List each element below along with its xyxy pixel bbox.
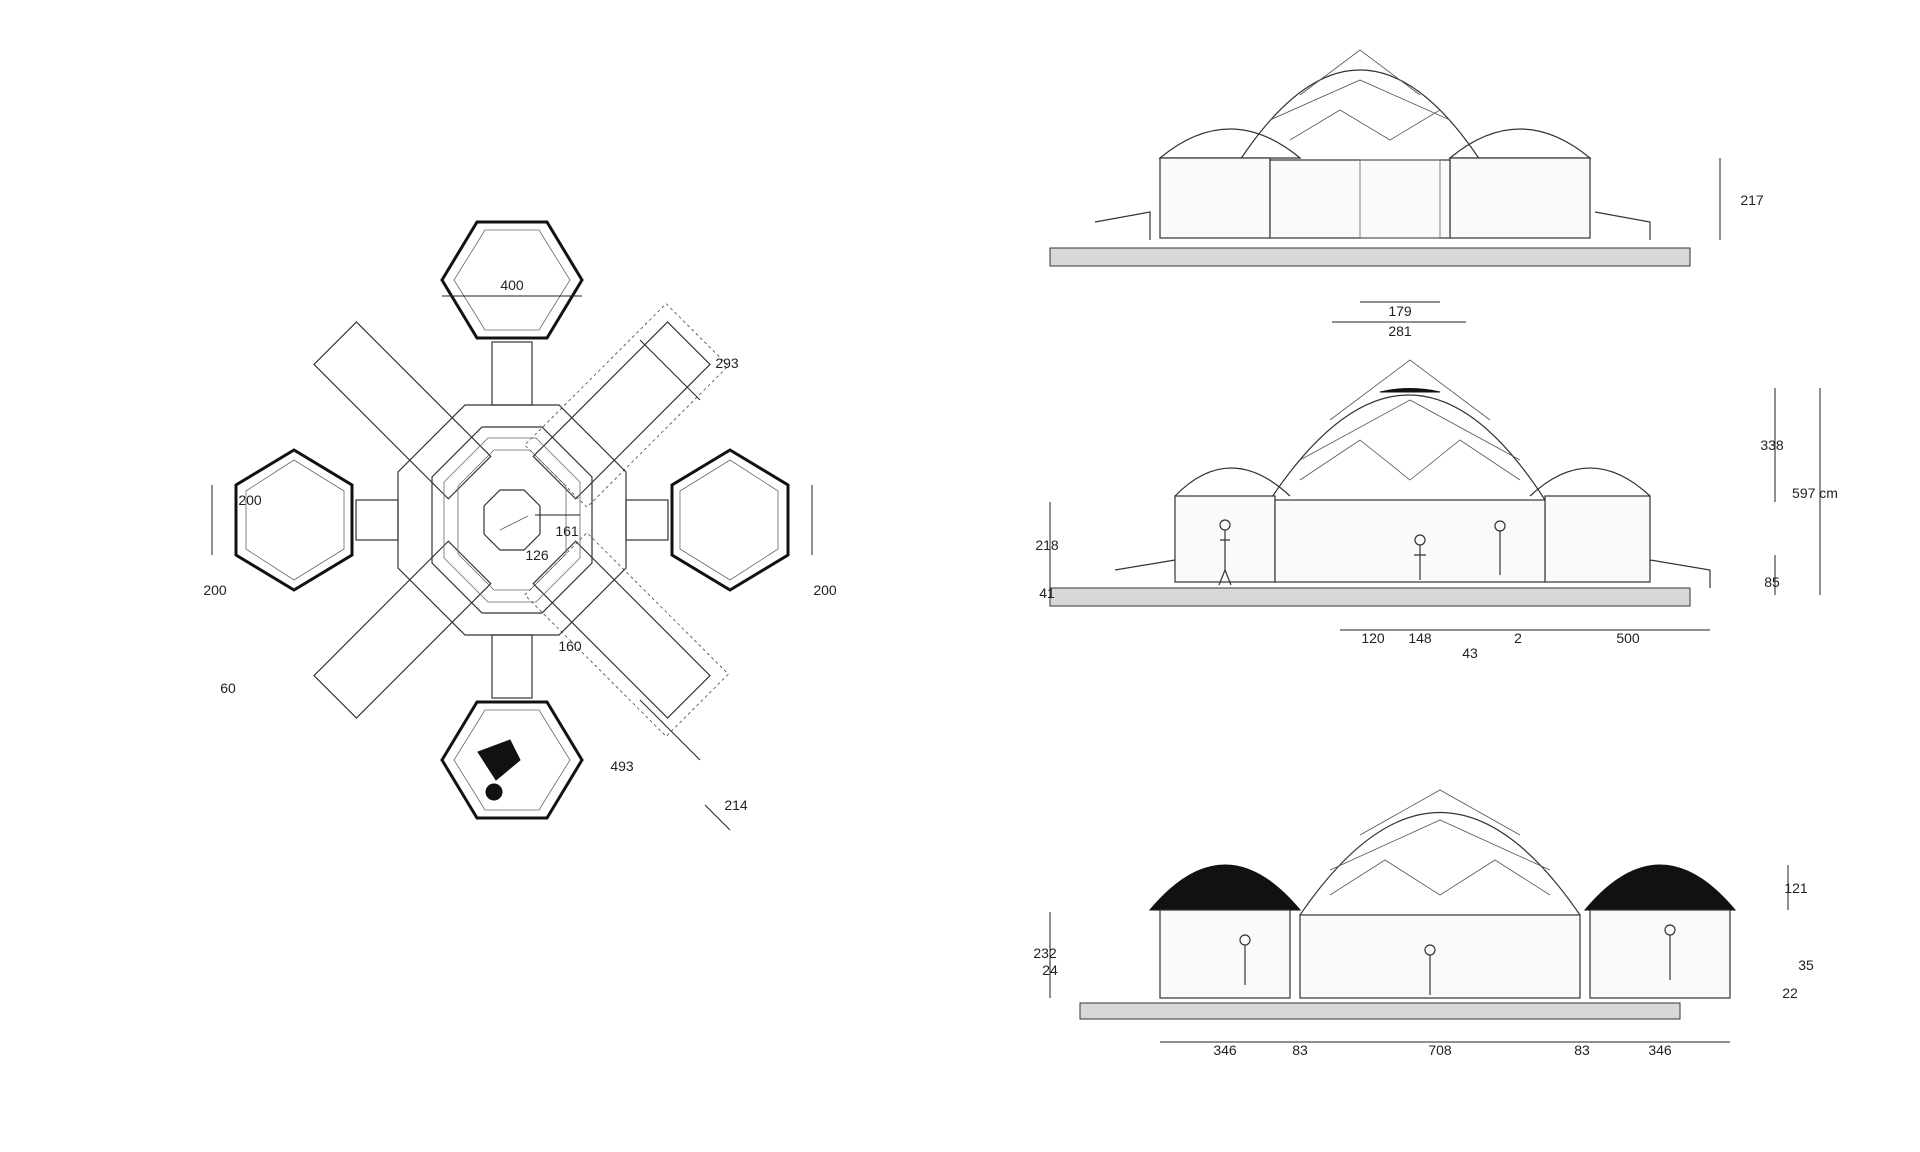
sec-mid-dim-120: 120 <box>1361 630 1385 646</box>
section-bottom <box>1049 789 1789 1043</box>
plan-dim-493: 493 <box>610 758 634 774</box>
plan-dim-200-left-top: 200 <box>238 492 262 508</box>
section-middle <box>1049 359 1821 631</box>
sec-bot-dim-83-right: 83 <box>1574 1042 1590 1058</box>
plan-dim-160: 160 <box>558 638 582 654</box>
connector-top <box>491 341 533 406</box>
sec-bot-dim-22: 22 <box>1782 985 1798 1001</box>
plan-dim-200-right: 200 <box>813 582 837 598</box>
plan-dim-293: 293 <box>715 355 739 371</box>
plan-dim-200-left: 200 <box>203 582 227 598</box>
sec-bot-dim-24: 24 <box>1042 962 1058 978</box>
module-right <box>670 448 790 592</box>
elev-top-dim-281: 281 <box>1388 323 1412 339</box>
elevation-top <box>1049 49 1721 323</box>
sec-bot-dim-346-left: 346 <box>1213 1042 1237 1058</box>
plan-dim-214: 214 <box>724 797 748 813</box>
sec-mid-dim-218: 218 <box>1035 537 1059 553</box>
ramp-top-left <box>313 321 492 500</box>
music-note-icon <box>477 739 521 781</box>
plan-dim-161: 161 <box>555 523 579 539</box>
module-left <box>234 448 354 592</box>
left-dark-cap <box>1148 864 1302 911</box>
connector-bottom <box>491 634 533 699</box>
sec-bot-dim-83-left: 83 <box>1292 1042 1308 1058</box>
sec-mid-dim-43: 43 <box>1462 645 1478 661</box>
sec-bot-dim-232: 232 <box>1033 945 1057 961</box>
sec-bot-dim-708: 708 <box>1428 1042 1452 1058</box>
central-octagon <box>397 404 627 636</box>
connector-right <box>625 499 669 541</box>
sec-mid-dim-338: 338 <box>1760 437 1784 453</box>
connector-left <box>355 499 399 541</box>
sec-mid-dim-597: 597 cm <box>1792 485 1838 501</box>
plan-dim-126: 126 <box>525 547 549 563</box>
plan-dim-400: 400 <box>500 277 524 293</box>
sec-mid-dim-500: 500 <box>1616 630 1640 646</box>
module-bottom <box>440 700 584 820</box>
sec-bot-dim-121: 121 <box>1784 880 1808 896</box>
right-dark-cap <box>1583 864 1737 911</box>
module-top <box>440 220 584 340</box>
sec-bot-dim-35: 35 <box>1798 957 1814 973</box>
plan-dim-60: 60 <box>220 680 236 696</box>
ramp-bottom-left <box>313 540 492 719</box>
sec-mid-dim-2: 2 <box>1514 630 1522 646</box>
sec-mid-dim-41: 41 <box>1039 585 1055 601</box>
floor-plan <box>211 220 813 831</box>
sec-mid-dim-148: 148 <box>1408 630 1432 646</box>
elev-top-dim-179: 179 <box>1388 303 1412 319</box>
sec-bot-dim-346-right: 346 <box>1648 1042 1672 1058</box>
sec-mid-dim-85: 85 <box>1764 574 1780 590</box>
elev-top-dim-217: 217 <box>1740 192 1764 208</box>
